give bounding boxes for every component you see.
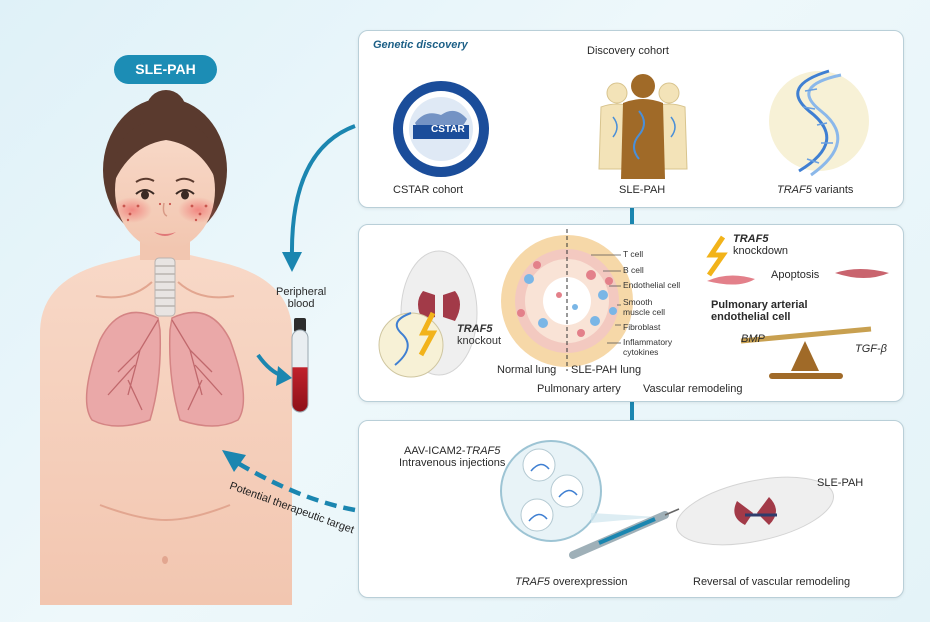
- sle-pah-lung-label: SLE-PAH lung: [571, 364, 642, 376]
- blood-tube: [291, 318, 309, 413]
- cell-label-smooth: Smooth: [623, 297, 653, 307]
- hair-front: [114, 120, 217, 180]
- panel-title: Genetic discovery: [373, 39, 468, 51]
- cell-label-b: B cell: [623, 265, 644, 275]
- sle-pah-badge: SLE-PAH: [114, 55, 217, 84]
- right-rash: [178, 197, 218, 223]
- cell-label-muscle: muscle cell: [623, 307, 666, 317]
- discovery-cohort-label: Discovery cohort: [587, 45, 669, 57]
- cell-label-t: T cell: [623, 249, 644, 259]
- tgfb-label: TGF-β: [855, 343, 887, 355]
- endothelial-cell-shape: [707, 275, 755, 285]
- cstar-logo-icon: [393, 81, 489, 177]
- panel-therapy: AAV-ICAM2-TRAF5 Intravenous injections T…: [358, 420, 904, 598]
- hair-bun: [146, 90, 186, 130]
- arrow-head-top: [282, 252, 302, 272]
- panel-mechanism: TRAF5 knockout T cell B cell Endothelial…: [358, 224, 904, 402]
- torso-shape: [40, 238, 292, 605]
- panel2-art: [378, 229, 889, 379]
- sle-pah-treated-label: SLE-PAH: [817, 477, 864, 489]
- knockdown-lightning-icon: [706, 235, 728, 277]
- cell-label-inflammatory: Inflammatory: [623, 337, 673, 347]
- panel-genetic-discovery: Genetic discovery: [358, 30, 904, 208]
- traf5-overexpression-label: TRAF5 overexpression: [515, 576, 628, 588]
- knockout-label: TRAF5 knockout: [457, 323, 502, 347]
- arrow-therapeutic-dashed: [234, 460, 356, 513]
- reversal-label: Reversal of vascular remodeling: [693, 576, 851, 588]
- pulmonary-artery-label: Pulmonary artery: [537, 383, 621, 395]
- cstar-cohort-label: CSTAR cohort: [393, 184, 464, 196]
- woman-figure: [40, 90, 292, 605]
- cell-label-fibroblast: Fibroblast: [623, 322, 661, 332]
- panel3-art: [500, 440, 835, 559]
- aav-vector-magnifier: [500, 440, 659, 542]
- pulmonary-artery-cross-section: [501, 229, 633, 371]
- treated-mouse-icon: [675, 476, 835, 546]
- lightning-icon: [418, 311, 438, 357]
- cell-label-cytokines: cytokines: [623, 347, 659, 357]
- balance-scale-icon: [740, 326, 872, 379]
- arrow-curve-top: [289, 124, 356, 259]
- dna-helix-icon: [769, 69, 869, 177]
- vascular-remodeling-label: Vascular remodeling: [643, 383, 743, 395]
- sle-pah-cohort-label: SLE-PAH: [619, 184, 666, 196]
- knockdown-label: TRAF5 knockdown: [733, 233, 789, 257]
- normal-lung-label: Normal lung: [497, 364, 557, 376]
- left-lung: [85, 311, 162, 427]
- rash-spots: [122, 202, 208, 222]
- aav-label: AAV-ICAM2-TRAF5 Intravenous injections: [399, 445, 506, 469]
- right-lung: [168, 311, 245, 427]
- apoptosis-label: Apoptosis: [771, 269, 820, 281]
- immune-cells: [517, 261, 617, 337]
- discovery-cohort-people-icon: [598, 74, 688, 179]
- bmp-label: BMP: [741, 333, 765, 345]
- panel1-art: [393, 69, 869, 179]
- cstar-logo-text: CSTAR: [431, 124, 465, 135]
- left-rash: [112, 197, 152, 223]
- cell-label-endothelial: Endothelial cell: [623, 280, 681, 290]
- syringe-icon: [569, 508, 680, 559]
- traf5-variants-label: TRAF5 variants: [777, 184, 854, 196]
- apoptotic-cell-shape: [835, 269, 889, 278]
- knockout-dna-circle: [378, 312, 444, 378]
